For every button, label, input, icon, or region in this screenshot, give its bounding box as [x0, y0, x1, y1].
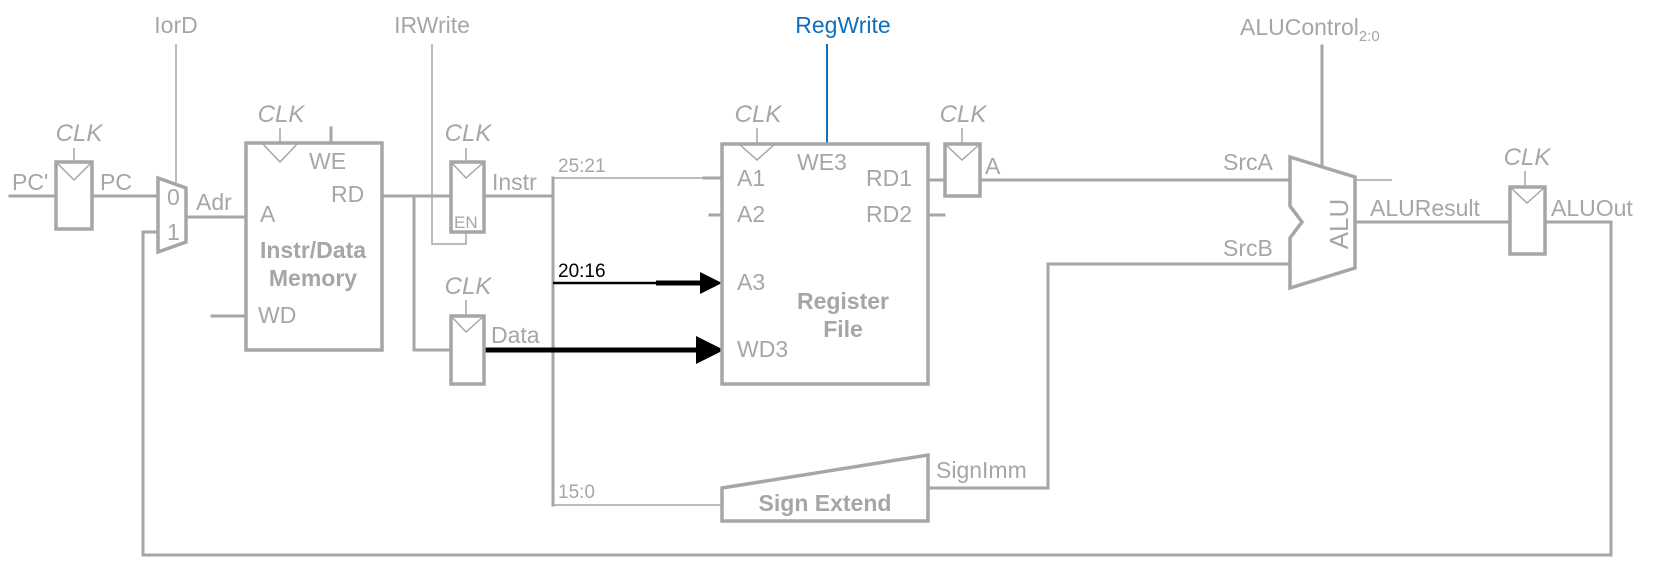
memory-rd-port: RD — [331, 181, 364, 207]
ir-en-label: EN — [454, 213, 478, 232]
a-register-clk-triangle — [944, 143, 981, 162]
memory-title-line2: Memory — [269, 265, 357, 291]
aluout-label: ALUOut — [1551, 195, 1633, 221]
memory-clk-triangle — [261, 142, 299, 164]
data-label: Data — [491, 322, 540, 348]
alu — [1288, 154, 1357, 291]
srca-label: SrcA — [1223, 149, 1274, 175]
pc-register-clk-triangle — [55, 161, 93, 182]
clk-label-ir: CLK — [445, 120, 493, 147]
irwrite-wire — [431, 44, 467, 245]
imm-field-label: 15:0 — [558, 482, 595, 503]
regfile-rd1-port: RD1 — [866, 165, 912, 191]
ir-clk-triangle — [450, 161, 485, 180]
signimm-to-srcb-wire — [926, 262, 1292, 490]
rt-field-label: 20:16 — [558, 261, 606, 282]
mem-rd-to-data-wire — [412, 194, 453, 352]
regwrite-label: RegWrite — [795, 12, 890, 38]
clk-label-pc: CLK — [56, 120, 104, 147]
clk-label-mem: CLK — [258, 101, 306, 128]
srcb-label: SrcB — [1223, 235, 1273, 261]
regfile-title-line1: Register — [797, 288, 889, 314]
memory-wd-port: WD — [258, 302, 296, 328]
aluout-register — [1508, 185, 1547, 256]
data-register — [449, 314, 486, 386]
aluout-feedback-wire — [141, 220, 1613, 557]
regfile-a1-port: A1 — [737, 165, 765, 191]
signimm-label: SignImm — [936, 457, 1027, 483]
data-register-clk-triangle — [450, 315, 485, 334]
rt-arrow — [700, 272, 722, 294]
regfile-title-line2: File — [823, 316, 863, 342]
iord-label: IorD — [154, 12, 197, 38]
regfile-we3-port: WE3 — [797, 149, 847, 175]
aluout-register-clk-triangle — [1509, 186, 1546, 205]
regfile-clk-triangle — [738, 143, 776, 162]
pc-label: PC — [100, 169, 132, 195]
regfile-a3-port: A3 — [737, 269, 765, 295]
regfile-wd3-port: WD3 — [737, 336, 788, 362]
wd3-arrow — [696, 336, 724, 364]
sign-extend — [720, 452, 930, 523]
adr-label: Adr — [196, 189, 232, 215]
alucontrol-label: ALUControl2:0 — [1240, 14, 1380, 45]
sign-extend-label: Sign Extend — [759, 490, 892, 516]
regfile-a2-port: A2 — [737, 201, 765, 227]
alucontrol-name: ALUControl — [1240, 14, 1359, 40]
memory-we-port: WE — [309, 148, 346, 174]
clk-label-data: CLK — [445, 273, 493, 300]
instruction-register — [449, 160, 486, 234]
clk-label-regfile: CLK — [735, 101, 783, 128]
memory-a-port: A — [260, 201, 276, 227]
alucontrol-subscript: 2:0 — [1359, 28, 1380, 45]
aluresult-label: ALUResult — [1370, 195, 1481, 221]
reg-a-label: A — [985, 153, 1001, 179]
pc-register — [54, 160, 94, 231]
mux-in0-label: 0 — [167, 184, 180, 210]
pc-prime-label: PC' — [12, 169, 48, 195]
instr-label: Instr — [492, 169, 537, 195]
clk-label-aluout: CLK — [1504, 144, 1552, 171]
a-register — [943, 142, 982, 198]
register-file — [720, 142, 930, 386]
regfile-rd2-port: RD2 — [866, 201, 912, 227]
memory-title-line1: Instr/Data — [260, 237, 366, 263]
irwrite-label: IRWrite — [394, 12, 470, 38]
rs-field-label: 25:21 — [558, 156, 606, 177]
pc-mux — [156, 175, 188, 255]
alu-label: ALU — [1324, 199, 1354, 250]
mux-in1-label: 1 — [167, 219, 180, 245]
clk-label-a: CLK — [940, 101, 988, 128]
instr-data-memory — [244, 141, 384, 352]
